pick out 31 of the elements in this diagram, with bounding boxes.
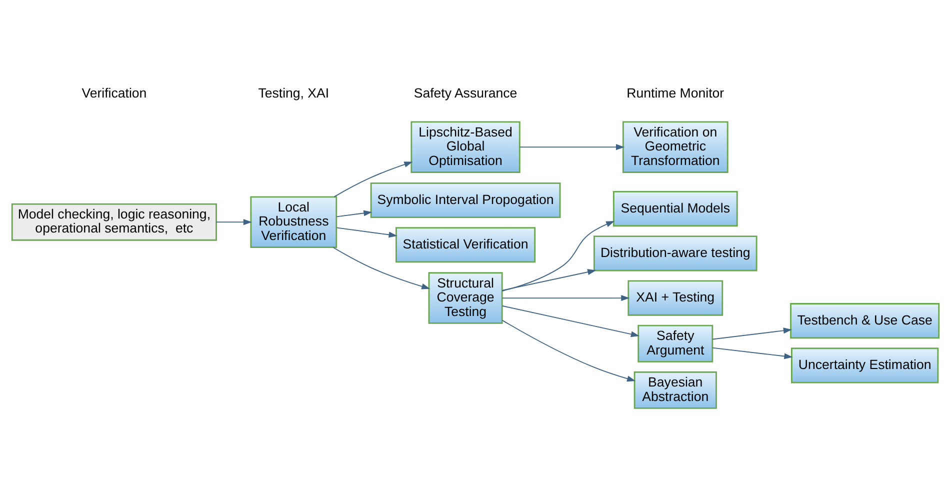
arrow: [336, 227, 398, 238]
node-box: Distribution-aware testing: [593, 236, 758, 272]
node-box: XAI + Testing: [628, 280, 724, 316]
arrow: [502, 295, 630, 302]
arrow: [712, 347, 793, 360]
arrow: [336, 210, 372, 218]
node-box: Model checking, logic reasoning, operational semantics, etc: [11, 203, 217, 241]
node-box: Structural Coverage Testing: [428, 272, 503, 324]
label: Testing, XAI: [258, 85, 330, 100]
node-box: Sequential Models: [612, 190, 738, 227]
arrow: [332, 247, 430, 290]
label: Runtime Monitor: [626, 85, 724, 100]
node-box: Statistical Verification: [396, 227, 536, 263]
arrow: [502, 269, 596, 291]
arrow: [712, 328, 792, 340]
label: Safety Assurance: [414, 85, 518, 100]
arrow: [216, 219, 252, 226]
node-box: Verification on Geometric Transformation: [622, 121, 728, 173]
node-box: Lipschitz-Based Global Optimisation: [410, 121, 520, 173]
node-box: Uncertainty Estimation: [791, 348, 939, 384]
arrow: [502, 220, 615, 292]
arrow: [334, 162, 413, 198]
arrow: [502, 305, 640, 338]
node-box: Safety Argument: [638, 324, 714, 362]
arrow: [502, 320, 636, 382]
node-box: Symbolic Interval Propogation: [370, 182, 561, 218]
node-box: Local Robustness Verification: [250, 196, 338, 248]
node-box: Testbench & Use Case: [790, 303, 940, 339]
label: Verification: [82, 85, 147, 100]
arrow: [519, 144, 625, 150]
node-box: Bayesian Abstraction: [634, 371, 717, 409]
